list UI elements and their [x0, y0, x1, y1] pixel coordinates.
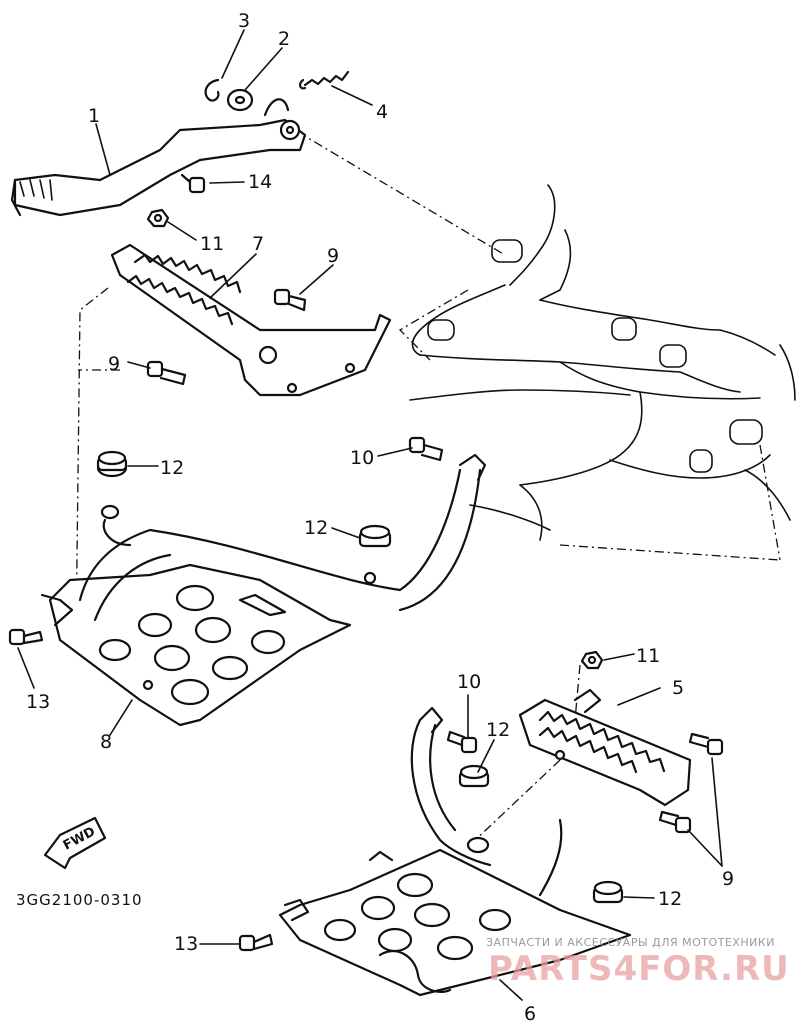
frame-outline: [409, 184, 796, 541]
brake-pedal: [10, 98, 307, 217]
return-spring-icon: [303, 70, 350, 87]
nut-11b-icon: [580, 650, 604, 670]
callout-12a: 12: [160, 457, 184, 479]
callout-4: 4: [376, 101, 388, 123]
fwd-arrow-icon: FWD: [43, 816, 107, 870]
bolt-13-lower-icon: [238, 933, 274, 952]
bolt-14-icon: [180, 173, 206, 194]
callout-11b: 11: [636, 645, 660, 667]
pedal-hardware: [204, 70, 350, 112]
circlip-icon: [204, 78, 220, 102]
assembly-lines: [75, 131, 781, 846]
rubber-damper-12a-icon: [96, 450, 128, 478]
nut-11-icon: [146, 208, 170, 228]
callout-3: 3: [238, 10, 250, 32]
callout-14: 14: [248, 171, 272, 193]
right-step-plate: [278, 706, 632, 997]
bolt-9-lower-icon: [146, 360, 187, 386]
callout-labels: 3 2 4 1 14 11 7 9 9 12 10 12 13 8 11 5 1…: [26, 10, 734, 1025]
callout-9b: 9: [108, 353, 120, 375]
drawing-code: 3GG2100-0310: [16, 891, 143, 909]
rubber-damper-12d-icon: [592, 880, 624, 904]
watermark: ЗАПЧАСТИ И АКСЕССУАРЫ ДЛЯ МОТОТЕХНИКИ PA…: [486, 936, 790, 989]
callout-9a: 9: [327, 245, 339, 267]
left-step-plate: [40, 453, 487, 727]
bolt-13-upper-icon: [8, 628, 44, 646]
callout-13a: 13: [26, 691, 50, 713]
callout-8: 8: [100, 731, 112, 753]
callout-10a: 10: [350, 447, 374, 469]
callout-12d: 12: [658, 888, 682, 910]
bolt-9-right-lower-icon: [658, 810, 692, 834]
bolt-10-lower-icon: [446, 730, 478, 754]
watermark-tagline: ЗАПЧАСТИ И АКСЕССУАРЫ ДЛЯ МОТОТЕХНИКИ: [486, 936, 775, 949]
callout-10b: 10: [457, 671, 481, 693]
callout-1: 1: [88, 105, 100, 127]
callout-12b: 12: [304, 517, 328, 539]
callout-13b: 13: [174, 933, 198, 955]
callout-7: 7: [252, 233, 264, 255]
callout-12c: 12: [486, 719, 510, 741]
rubber-damper-12c-icon: [458, 764, 490, 788]
watermark-site: PARTS4FOR.RU: [488, 949, 790, 989]
bolt-10-upper-icon: [408, 436, 444, 462]
callout-11a: 11: [200, 233, 224, 255]
leader-lines: [17, 29, 723, 1001]
callout-6: 6: [524, 1003, 536, 1025]
bolt-9-upper-icon: [273, 288, 307, 312]
rubber-damper-12b-icon: [358, 524, 392, 548]
callout-9c: 9: [722, 868, 734, 890]
bolt-9-right-upper-icon: [688, 732, 724, 756]
callout-5: 5: [672, 677, 684, 699]
right-footrest: [518, 688, 692, 807]
left-footrest: [110, 243, 392, 397]
callout-2: 2: [278, 28, 290, 50]
